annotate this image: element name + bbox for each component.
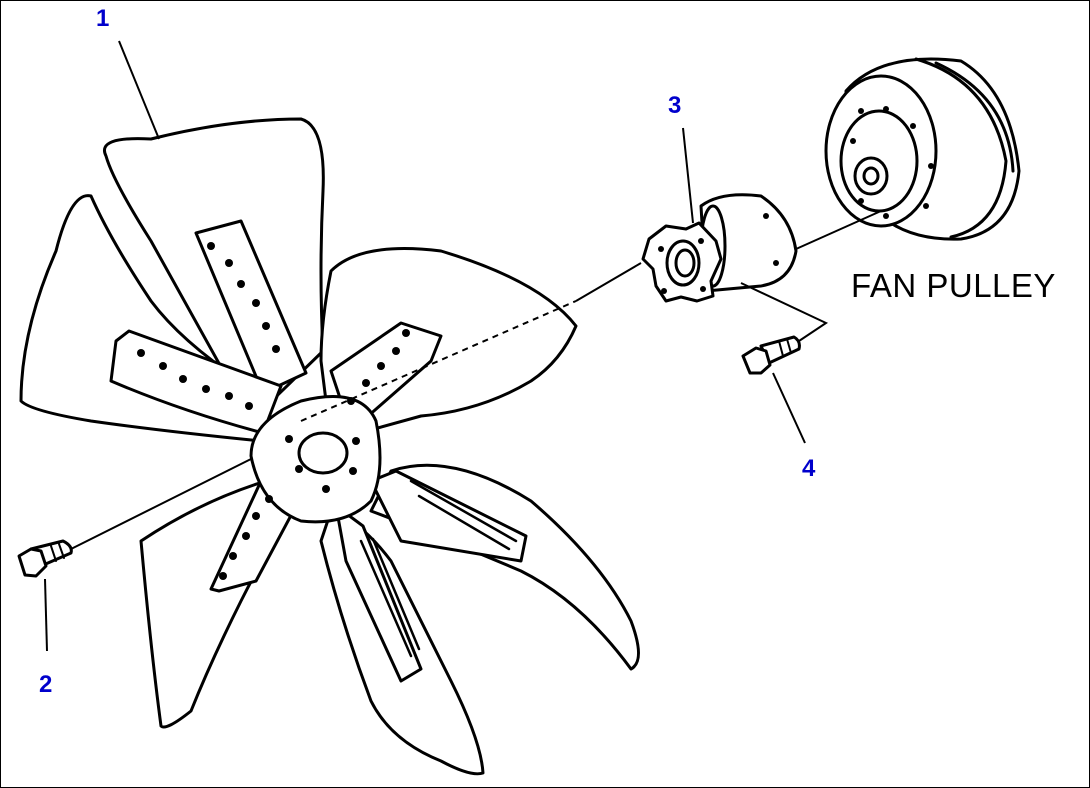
callout-2: 2 — [39, 671, 53, 698]
callout-4: 4 — [802, 455, 816, 482]
leader-line-4 — [772, 372, 806, 444]
spacer-icon — [641, 193, 798, 303]
fan-pulley-label: FAN PULLEY — [851, 267, 1056, 304]
leader-line-3 — [682, 127, 694, 224]
fan-icon — [19, 117, 640, 776]
assembly-line — [740, 282, 829, 342]
callout-3: 3 — [668, 92, 682, 119]
bolt-icon — [741, 335, 801, 375]
assembly-line — [795, 210, 882, 250]
leader-line-1 — [118, 40, 160, 140]
pulley-icon — [824, 57, 1021, 241]
assembly-line — [70, 458, 252, 550]
callout-1: 1 — [96, 5, 110, 32]
leader-line-2 — [44, 578, 48, 652]
assembly-line — [575, 262, 642, 302]
bolt-icon — [17, 539, 73, 578]
